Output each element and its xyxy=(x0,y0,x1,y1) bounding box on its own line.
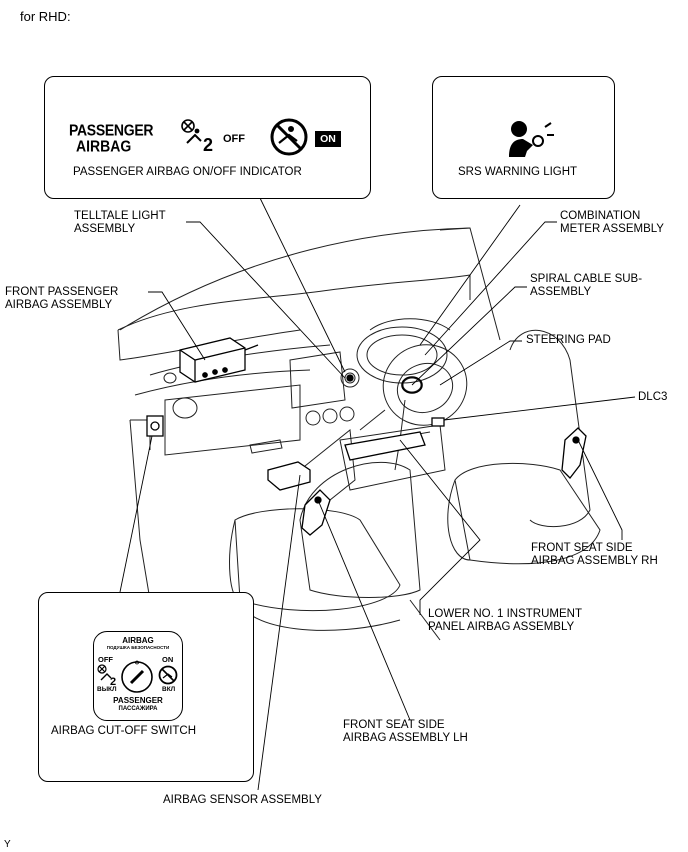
combination-meter-label-line1: COMBINATION xyxy=(560,210,641,222)
knee-airbag-part xyxy=(344,431,426,461)
airbag-text: AIRBAG xyxy=(76,137,132,155)
passenger-airbag-indicator-box: PASSENGER AIRBAG 2 OFF ON PASSENGER AIRB… xyxy=(44,76,371,199)
hvac-knob-2 xyxy=(322,408,338,424)
switch-airbag-on-icon xyxy=(158,665,178,685)
center-display xyxy=(289,351,346,409)
on-badge: ON xyxy=(315,131,341,147)
left-vent xyxy=(172,397,198,419)
switch-key-slot-icon[interactable] xyxy=(120,660,154,694)
switch-off-label: OFF xyxy=(98,655,113,664)
spiral-cable-label-line1: SPIRAL CABLE SUB- xyxy=(530,273,643,285)
seat-side-airbag-lh-label-line1: FRONT SEAT SIDE xyxy=(343,719,445,731)
spiral-cable-label-line2: ASSEMBLY xyxy=(530,286,592,298)
dash-top-edge xyxy=(117,274,471,331)
left-seat-back xyxy=(299,461,421,598)
lower-instrument-panel-airbag-label-line1: LOWER NO. 1 INSTRUMENT xyxy=(428,608,582,620)
cutoff-switch-caption: AIRBAG CUT-OFF SWITCH xyxy=(51,725,197,737)
hvac-knob-3 xyxy=(339,406,355,422)
dlc3-label: DLC3 xyxy=(638,391,668,403)
footer-mark: Y xyxy=(4,839,11,850)
srs-caption: SRS WARNING LIGHT xyxy=(458,166,578,178)
off-text: OFF xyxy=(223,133,245,145)
telltale-label-line2: ASSEMBLY xyxy=(74,223,136,235)
switch-passenger-cyr: ПАССАЖИРА xyxy=(118,706,158,712)
header-label: for RHD: xyxy=(20,9,71,24)
hvac-knob-1 xyxy=(305,410,321,426)
right-seat-back xyxy=(509,329,591,528)
cutoff-switch-part xyxy=(146,415,164,437)
seat-side-airbag-rh-label-line1: FRONT SEAT SIDE xyxy=(531,542,633,554)
front-passenger-airbag-label-line2: AIRBAG ASSEMBLY xyxy=(5,299,113,311)
passenger-airbag-on-icon xyxy=(270,118,308,156)
airbag-cutoff-switch-box: AIRBAG ПОДУШКА БЕЗОПАСНОСТИ OFF ON 2 ВЫК… xyxy=(38,592,254,782)
seat-side-airbag-rh-label-line2: AIRBAG ASSEMBLY RH xyxy=(531,555,658,567)
svg-text:2: 2 xyxy=(110,676,116,686)
dlc3-part xyxy=(431,417,445,427)
switch-passenger: PASSENGER xyxy=(113,696,163,705)
indicator-caption: PASSENGER AIRBAG ON/OFF INDICATOR xyxy=(73,166,302,178)
front-passenger-airbag-label-line1: FRONT PASSENGER xyxy=(5,286,119,298)
switch-cyr-line: ПОДУШКА БЕЗОПАСНОСТИ xyxy=(106,645,170,650)
switch-child-seat-off-icon: 2 xyxy=(97,664,116,686)
switch-on-label: ON xyxy=(162,655,174,664)
lower-instrument-panel-airbag-label-line2: PANEL AIRBAG ASSEMBLY xyxy=(428,621,575,633)
switch-on-cyr: ВКЛ xyxy=(162,686,176,693)
center-vent xyxy=(340,368,360,388)
steering-hub xyxy=(396,362,454,414)
child-seat-off-icon: 2 xyxy=(181,119,213,155)
glovebox-outline xyxy=(164,384,301,456)
lower-panel xyxy=(339,424,446,491)
switch-off-cyr: ВЫКЛ xyxy=(97,686,117,693)
svg-text:2: 2 xyxy=(203,135,213,155)
telltale-label-line1: TELLTALE LIGHT xyxy=(74,210,166,222)
seat-side-airbag-rh-part xyxy=(561,427,587,479)
steering-pad-label: STEERING PAD xyxy=(526,334,611,346)
steering-wheel xyxy=(382,344,468,426)
airbag-sensor-assembly-label: AIRBAG SENSOR ASSEMBLY xyxy=(163,794,322,806)
cutoff-switch-face: AIRBAG ПОДУШКА БЕЗОПАСНОСТИ OFF ON 2 ВЫК… xyxy=(93,631,183,721)
airbag-sensor-part xyxy=(267,461,311,491)
seat-side-airbag-lh-label-line2: AIRBAG ASSEMBLY LH xyxy=(343,732,468,744)
srs-warning-light-box: SRS WARNING LIGHT xyxy=(432,76,615,199)
combination-meter-label-line2: METER ASSEMBLY xyxy=(560,223,664,235)
switch-title: AIRBAG xyxy=(122,636,154,645)
srs-airbag-icon xyxy=(509,121,554,157)
passenger-airbag-module xyxy=(179,337,246,383)
passenger-text: PASSENGER xyxy=(69,121,154,139)
seat-side-airbag-lh-part xyxy=(301,489,331,536)
